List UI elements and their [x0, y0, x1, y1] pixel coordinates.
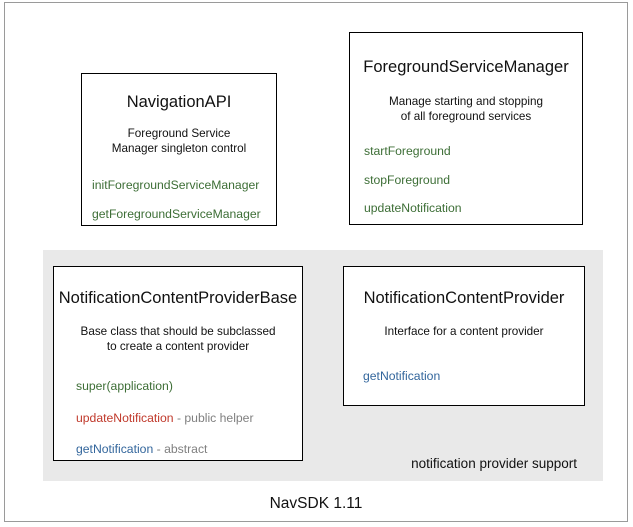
class-description-foreground-service-manager: Manage starting and stopping of all fore…	[350, 95, 582, 125]
member-item[interactable]: updateNotification	[364, 200, 582, 215]
class-box-navigation-api[interactable]: NavigationAPI Foreground Service Manager…	[81, 73, 277, 226]
member-item[interactable]: startForeground	[364, 144, 582, 159]
member-list-notification-content-provider: getNotification	[344, 369, 584, 384]
member-item[interactable]: getForegroundServiceManager	[92, 206, 276, 221]
class-description-line: Interface for a content provider	[384, 325, 544, 339]
class-description-line: of all foreground services	[400, 110, 532, 124]
class-title-navigation-api: NavigationAPI	[126, 93, 232, 111]
member-name: super(application)	[76, 379, 173, 394]
member-note: - abstract	[153, 441, 208, 456]
class-box-notification-content-provider-base[interactable]: NotificationContentProviderBase Base cla…	[53, 266, 303, 461]
member-item[interactable]: getNotification	[363, 369, 584, 384]
member-item[interactable]: stopForeground	[364, 172, 582, 187]
class-description-notification-content-provider-base: Base class that should be subclassed to …	[54, 325, 302, 355]
member-name: initForegroundServiceManager	[92, 178, 260, 193]
footer-version-label: NavSDK 1.11	[269, 495, 363, 512]
class-title-notification-content-provider-base: NotificationContentProviderBase	[58, 289, 298, 307]
member-name: stopForeground	[364, 172, 451, 187]
member-name: getForegroundServiceManager	[92, 206, 261, 221]
class-description-line: Manager singleton control	[111, 142, 247, 156]
class-box-foreground-service-manager[interactable]: ForegroundServiceManager Manage starting…	[349, 32, 583, 225]
class-description-line: Foreground Service	[127, 127, 231, 141]
member-name: getNotification	[76, 441, 154, 456]
class-description-line: to create a content provider	[106, 340, 250, 354]
member-name: updateNotification	[76, 410, 174, 425]
member-item[interactable]: updateNotification - public helper	[76, 410, 302, 425]
member-list-foreground-service-manager: startForeground stopForeground updateNot…	[350, 144, 582, 215]
member-list-navigation-api: initForegroundServiceManager getForegrou…	[82, 178, 276, 221]
member-name: updateNotification	[364, 200, 462, 215]
class-description-notification-content-provider: Interface for a content provider	[344, 325, 584, 340]
class-description-navigation-api: Foreground Service Manager singleton con…	[82, 127, 276, 157]
member-list-notification-content-provider-base: super(application) updateNotification - …	[54, 379, 302, 456]
class-description-line: Base class that should be subclassed	[80, 325, 276, 339]
member-item[interactable]: initForegroundServiceManager	[92, 178, 276, 193]
class-description-line: Manage starting and stopping	[389, 95, 543, 109]
member-item[interactable]: super(application)	[76, 379, 302, 394]
member-name: getNotification	[363, 369, 441, 384]
class-box-notification-content-provider[interactable]: NotificationContentProvider Interface fo…	[343, 266, 585, 406]
member-item[interactable]: getNotification - abstract	[76, 441, 302, 456]
class-title-notification-content-provider: NotificationContentProvider	[363, 289, 565, 307]
class-title-foreground-service-manager: ForegroundServiceManager	[363, 58, 569, 76]
member-name: startForeground	[364, 144, 451, 159]
member-note: - public helper	[173, 410, 254, 425]
panel-caption: notification provider support	[411, 456, 577, 471]
diagram-outer-frame: notification provider support Navigation…	[4, 2, 628, 522]
